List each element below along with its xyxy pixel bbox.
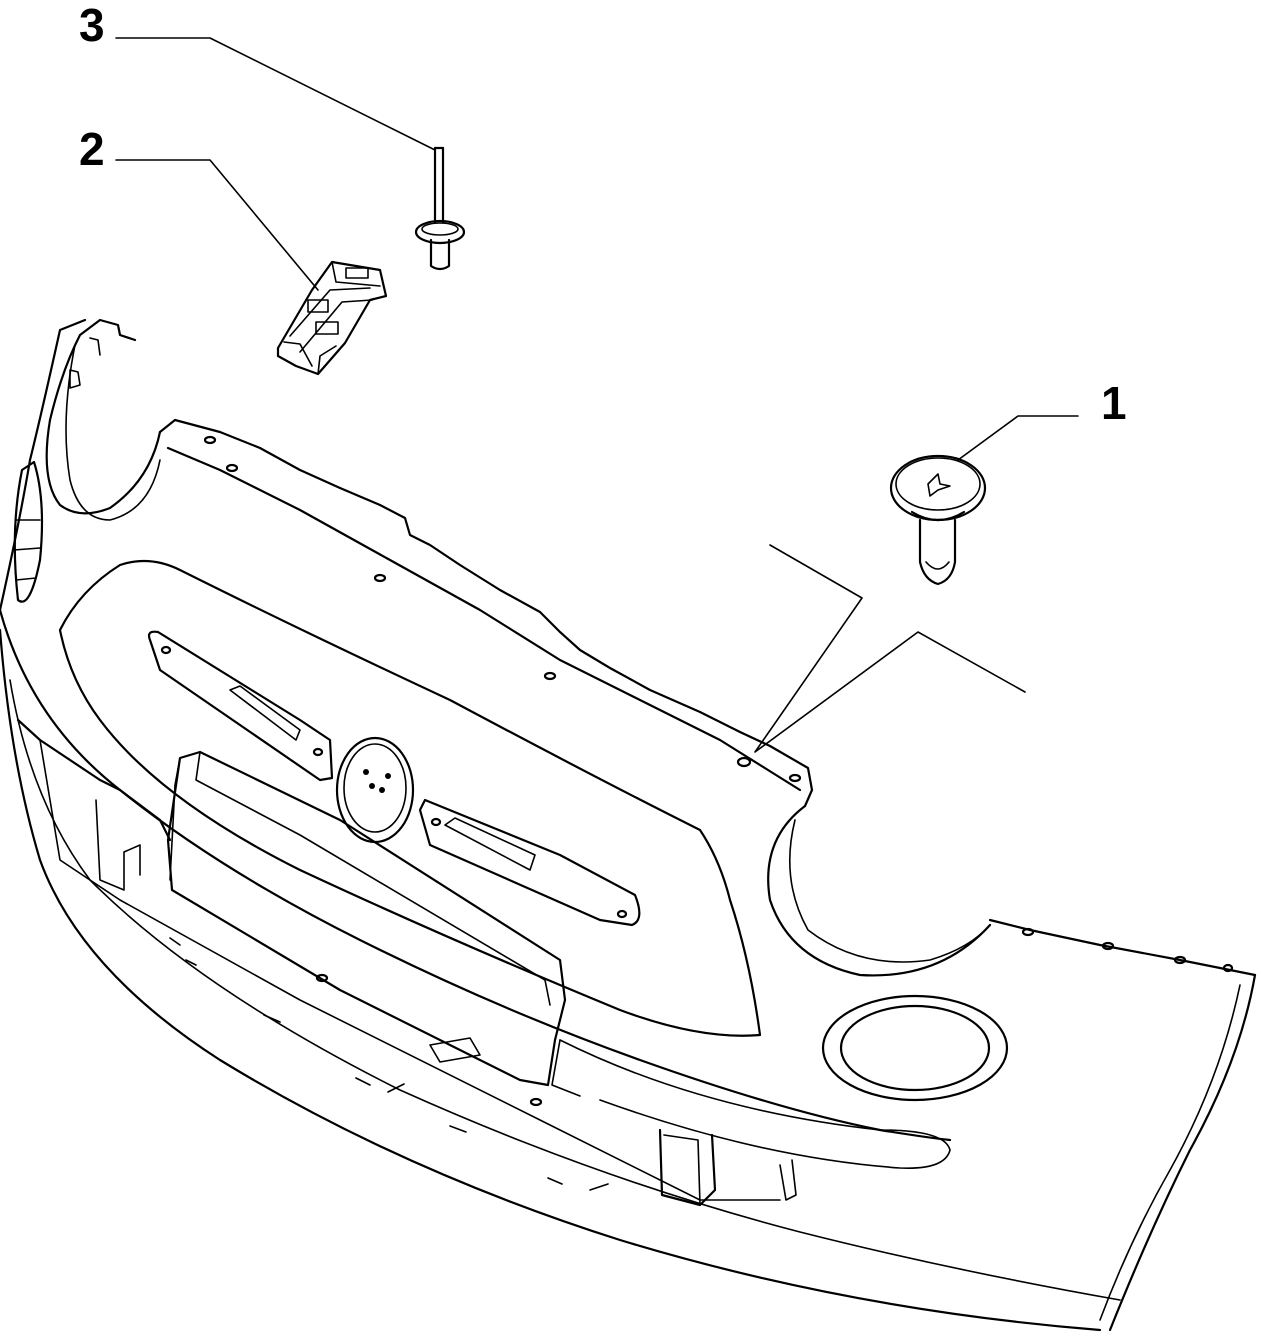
upper-grille-panel [45,318,814,808]
callout-label-3: 3 [79,0,105,51]
callout-label-1: 1 [1101,377,1127,429]
callout-label-2: 2 [79,123,105,175]
leader-line-pointer [754,544,1026,753]
license-plate-area [166,750,567,1087]
grille-recess [58,559,762,1037]
bumper-body [0,318,1257,1332]
rivet-icon [414,146,466,271]
leader-line-3 [115,37,436,151]
push-clip-icon [889,454,987,586]
bracket-icon [276,260,388,376]
lower-grille [16,718,797,1207]
leader-line-2 [115,159,319,291]
leader-line-1 [957,415,1079,461]
